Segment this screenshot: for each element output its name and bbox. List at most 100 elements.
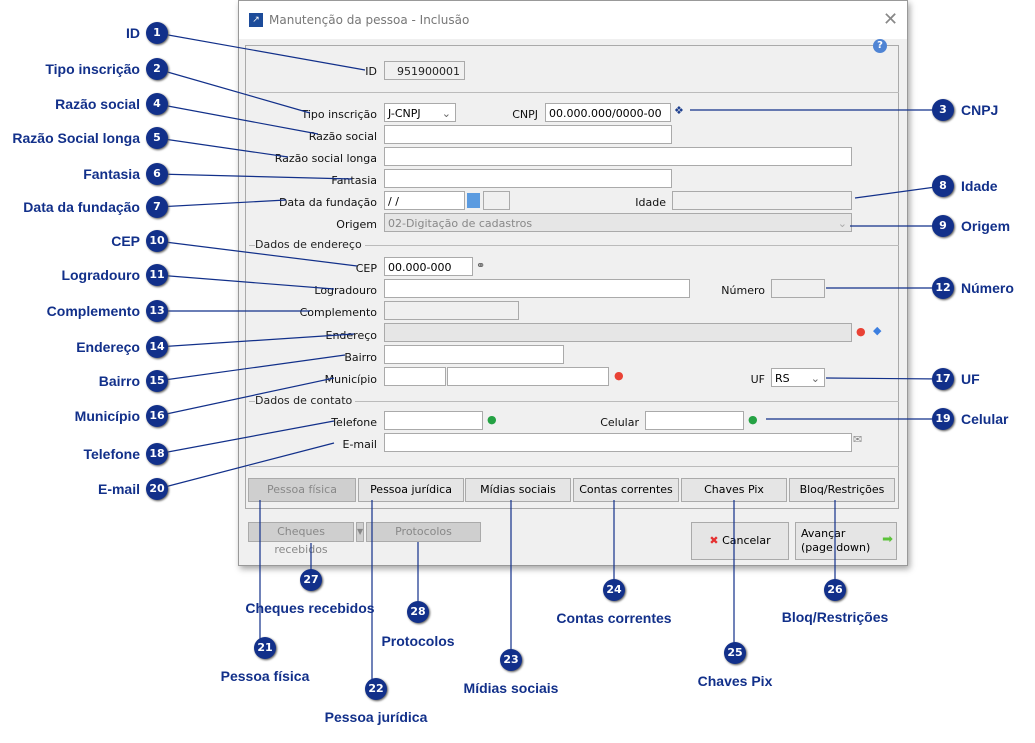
annotation-badge: 27 (300, 569, 322, 591)
annotation-label: Protocolos (381, 633, 455, 649)
uf-label: UF (750, 373, 765, 386)
annotation-label: UF (961, 371, 980, 387)
green-arrow-icon: ➡ (882, 532, 893, 547)
cheques-recebidos-button[interactable]: Cheques recebidos (248, 522, 354, 556)
directions-icon[interactable]: ◆ (873, 324, 882, 337)
annotation-badge: 20 (146, 478, 168, 500)
razao-social-input[interactable] (384, 125, 672, 144)
tipo-value: J-CNPJ (388, 107, 421, 120)
cnpj-label: CNPJ (512, 108, 538, 121)
annotation-badge: 18 (146, 443, 168, 465)
annotation-badge: 14 (146, 336, 168, 358)
close-icon[interactable]: ✕ (883, 9, 899, 30)
complemento-label: Complemento (299, 306, 377, 319)
annotation-badge: 21 (254, 637, 276, 659)
annotation-label: CEP (111, 233, 140, 249)
annotation-badge: 16 (146, 405, 168, 427)
window-title: Manutenção da pessoa - Inclusão (269, 13, 470, 27)
divider (249, 245, 899, 246)
annotation-badge: 15 (146, 370, 168, 392)
annotation-label: Pessoa física (220, 668, 310, 684)
annotation-badge: 23 (500, 649, 522, 671)
numero-label: Número (721, 284, 765, 297)
annotation-label: Mídias sociais (463, 680, 559, 696)
envelope-icon[interactable]: ✉ (853, 433, 863, 446)
tab-pessoa-juridica[interactable]: Pessoa jurídica (358, 478, 464, 502)
razao-social-longa-input[interactable] (384, 147, 852, 166)
idade-label: Idade (635, 196, 666, 209)
tab-pessoa-fisica[interactable]: Pessoa física (248, 478, 356, 502)
cep-search-icon[interactable]: ⚭ (476, 259, 486, 272)
municipio-name-input[interactable] (447, 367, 609, 386)
annotation-label: E-mail (97, 481, 140, 497)
tipo-inscricao-label: Tipo inscrição (301, 108, 377, 121)
origem-value: 02-Digitação de cadastros (388, 217, 533, 230)
cancelar-button[interactable]: ✖ Cancelar (691, 522, 789, 560)
annotation-badge: 12 (932, 277, 954, 299)
annotation-badge: 8 (932, 175, 954, 197)
municipio-code-input[interactable] (384, 367, 446, 386)
chevron-down-icon: ⌄ (837, 217, 847, 230)
map-pin-icon[interactable]: ● (856, 325, 866, 338)
tab-bloq-restricoes[interactable]: Bloq/Restrições (789, 478, 895, 502)
endereco-field (384, 323, 852, 342)
uf-value: RS (775, 372, 790, 385)
annotation-label: Logradouro (61, 267, 140, 283)
annotation-label: Bairro (98, 373, 140, 389)
app-icon: ↗ (249, 13, 263, 27)
endereco-label: Endereço (325, 329, 378, 342)
avancar-hint: (page down) (801, 541, 871, 554)
razao-social-label: Razão social (308, 130, 377, 143)
whatsapp-icon[interactable]: ● (748, 413, 758, 426)
annotation-label: CNPJ (961, 102, 999, 118)
protocolos-button[interactable]: Protocolos (366, 522, 481, 542)
divider (249, 92, 899, 93)
telefone-label: Telefone (331, 416, 377, 429)
annotation-badge: 28 (407, 601, 429, 623)
razao-social-longa-label: Razão social longa (274, 152, 377, 165)
celular-input[interactable] (645, 411, 744, 430)
email-input[interactable] (384, 433, 852, 452)
map-pin-icon[interactable]: ● (614, 369, 624, 382)
tab-contas-correntes[interactable]: Contas correntes (573, 478, 679, 502)
annotation-label: Fantasia (83, 166, 140, 182)
idade-field (672, 191, 852, 210)
annotation-label: Número (961, 280, 1014, 296)
cep-input[interactable]: 00.000-000 (384, 257, 473, 276)
annotation-badge: 6 (146, 163, 168, 185)
telefone-input[interactable] (384, 411, 483, 430)
tipo-inscricao-select[interactable]: J-CNPJ ⌄ (384, 103, 456, 122)
data-fundacao-input[interactable]: / / (384, 191, 465, 210)
bairro-input[interactable] (384, 345, 564, 364)
annotation-label: Endereço (76, 339, 140, 355)
tab-midias-sociais[interactable]: Mídias sociais (465, 478, 571, 502)
annotation-label: Tipo inscrição (45, 61, 140, 77)
annotation-badge: 4 (146, 93, 168, 115)
avancar-button[interactable]: Avançar(page down)➡ (795, 522, 897, 560)
annotation-label: Chaves Pix (697, 673, 773, 689)
origem-select[interactable]: 02-Digitação de cadastros ⌄ (384, 213, 852, 232)
uf-select[interactable]: RS⌄ (771, 368, 825, 387)
annotation-badge: 19 (932, 408, 954, 430)
fantasia-input[interactable] (384, 169, 672, 188)
complemento-input[interactable] (384, 301, 519, 320)
endereco-section-title: Dados de endereço (255, 238, 365, 251)
cnpj-input[interactable]: 00.000.000/0000-00 (545, 103, 671, 122)
annotation-label: Data da fundação (23, 199, 140, 215)
numero-input[interactable] (771, 279, 825, 298)
calendar-icon[interactable] (467, 193, 480, 208)
annotation-label: Idade (961, 178, 998, 194)
fantasia-label: Fantasia (331, 174, 377, 187)
annotation-label: Cheques recebidos (245, 600, 375, 616)
cheques-dropdown-icon[interactable]: ▼ (356, 522, 364, 542)
whatsapp-icon[interactable]: ● (487, 413, 497, 426)
receita-lookup-icon[interactable]: ❖ (674, 104, 684, 117)
logradouro-input[interactable] (384, 279, 690, 298)
annotation-badge: 26 (824, 579, 846, 601)
chevron-down-icon: ⌄ (441, 107, 451, 120)
help-icon[interactable]: ? (873, 39, 887, 53)
annotation-label: Razão Social longa (12, 130, 140, 146)
origem-label: Origem (336, 218, 377, 231)
annotation-badge: 10 (146, 230, 168, 252)
